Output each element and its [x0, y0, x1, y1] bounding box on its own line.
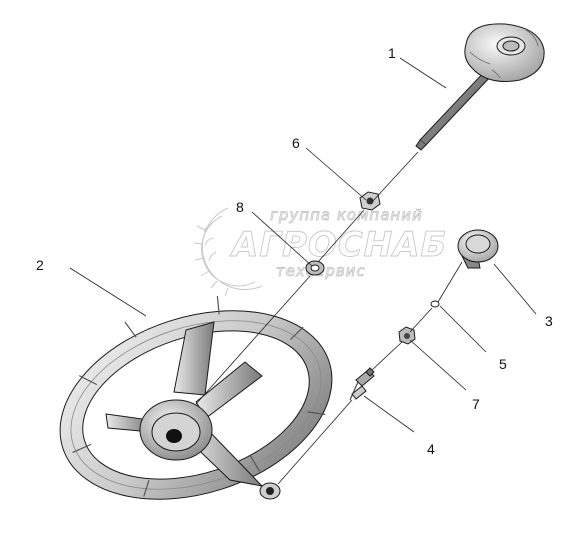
steering-wheel-spoke-upper — [173, 321, 215, 396]
callout-2: 2 — [36, 257, 44, 273]
horn-button-with-rod — [415, 23, 545, 151]
washer — [430, 300, 440, 308]
steering-wheel-hub — [139, 399, 213, 461]
horn-rod — [419, 69, 493, 146]
steering-wheel — [59, 296, 333, 500]
horn-button-knob — [464, 23, 545, 82]
steering-wheel-rim-fitting — [259, 482, 281, 500]
callout-6: 6 — [292, 135, 300, 151]
callout-5: 5 — [499, 356, 507, 372]
callout-3: 3 — [545, 313, 553, 329]
callout-8: 8 — [236, 199, 244, 215]
watermark-line1: группа компаний — [270, 206, 423, 224]
cap — [457, 229, 499, 269]
callout-numbers: 1 2 3 4 5 6 7 8 — [36, 45, 553, 457]
watermark: группа компаний АГРОСНАБ техсервис — [193, 206, 447, 297]
callout-4: 4 — [427, 441, 435, 457]
watermark-wheat-logo — [193, 207, 263, 297]
callout-1: 1 — [388, 45, 396, 61]
callout-7: 7 — [472, 396, 480, 412]
leader-lines — [69, 57, 537, 485]
steering-wheel-rim — [59, 296, 333, 500]
watermark-line2: АГРОСНАБ — [229, 225, 447, 265]
bolt — [349, 367, 375, 401]
nut-upper — [359, 191, 381, 211]
